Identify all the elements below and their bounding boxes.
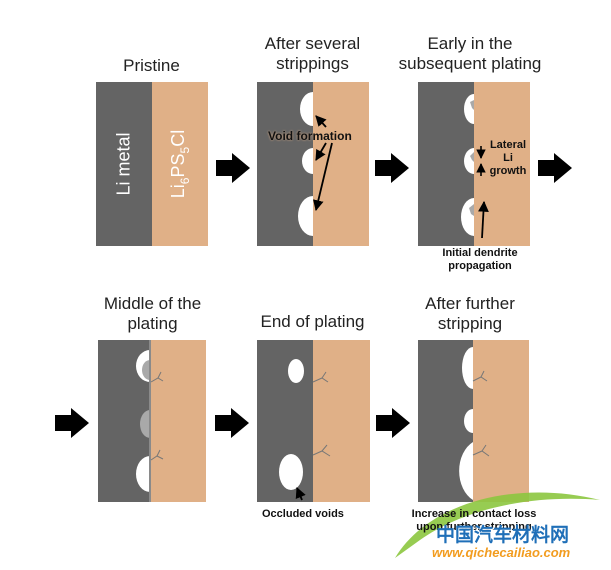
panel-6-further-stripping <box>418 340 529 502</box>
panel-1-title-line-1: Pristine <box>123 56 180 75</box>
electrolyte-label: Li6PS5Cl <box>168 130 192 198</box>
dead-li-deposit <box>470 100 474 110</box>
occluded-voids-label: Occluded voids <box>262 508 344 520</box>
dendrite-crack-icon <box>312 371 329 383</box>
panel-2-strippings <box>257 82 369 246</box>
panel-6-title-line-2: stripping <box>437 314 503 333</box>
initial-dendrite-line-1: Initial dendrite <box>442 247 518 259</box>
dendrite-crack-icon <box>150 371 164 383</box>
panel-4-title-line-2: plating <box>127 314 178 333</box>
electrolyte-layer <box>313 340 370 502</box>
right-arrow-icon <box>375 153 409 183</box>
pointer-arrow-icon <box>295 487 306 501</box>
right-arrow-icon <box>55 408 89 438</box>
panel-2-title: After several strippings <box>240 34 385 74</box>
right-arrow-icon <box>215 408 249 438</box>
lateral-line-3: growth <box>489 165 527 177</box>
lateral-line-1: Lateral <box>489 139 527 151</box>
pointer-arrow-icon <box>315 142 327 161</box>
void-shape <box>300 92 313 126</box>
lateral-line-2: Li <box>503 152 513 164</box>
dead-li-deposit <box>470 152 474 162</box>
panel-3-title-line-2: subsequent plating <box>398 54 542 73</box>
electrolyte-layer <box>152 82 208 246</box>
initial-dendrite-label: Initial dendrite propagation <box>420 247 540 273</box>
contact-loss-line-1: Increase in contact loss <box>411 508 537 520</box>
right-arrow-icon <box>376 408 410 438</box>
void-shape <box>459 442 473 500</box>
dendrite-crack-icon <box>150 449 164 461</box>
dendrite-crack-icon <box>312 444 331 457</box>
electrolyte-label-sub-5: 5 <box>177 146 192 154</box>
panel-6-title: After further stripping <box>395 294 545 334</box>
contact-loss-line-2: upon further stripping <box>416 521 532 533</box>
occluded-void <box>279 454 303 490</box>
panel-6-title-line-1: After further <box>425 294 515 313</box>
dead-li-deposit <box>469 204 474 216</box>
pointer-arrow-icon <box>315 115 327 128</box>
occluded-void <box>288 359 304 383</box>
panel-1-title: Pristine <box>95 56 208 76</box>
li-metal-layer <box>96 82 152 246</box>
panel-3-early-plating <box>418 82 530 246</box>
void-shape <box>298 196 313 236</box>
electrolyte-layer <box>150 340 206 502</box>
watermark-brand: 中国汽车材料网 <box>436 525 570 546</box>
panel-5-title-line-1: End of plating <box>260 312 365 331</box>
dendrite-crack-icon <box>472 444 490 457</box>
dead-li-deposit <box>142 360 150 380</box>
panel-3-title: Early in the subsequent plating <box>385 34 555 74</box>
initial-dendrite-line-2: propagation <box>448 260 512 272</box>
panel-4-middle-plating <box>98 340 206 502</box>
panel-2-title-line-2: strippings <box>276 54 349 73</box>
electrolyte-label-cl: Cl <box>168 129 189 147</box>
dendrite-crack-icon <box>472 370 488 382</box>
contact-loss-label: Increase in contact loss upon further st… <box>398 508 550 534</box>
void-shape <box>136 456 150 492</box>
li-metal-label: Li metal <box>113 132 134 196</box>
void-shape <box>462 347 473 389</box>
electrolyte-label-li: Li <box>168 184 189 199</box>
panel-5-title: End of plating <box>240 312 385 332</box>
pointer-arrow-icon <box>478 200 489 239</box>
electrolyte-label-sub-6: 6 <box>177 177 192 185</box>
panel-4-title: Middle of the plating <box>80 294 225 334</box>
watermark-logo-icon <box>395 492 600 558</box>
void-shape <box>464 409 473 433</box>
watermark-url: www.qichecailiao.com <box>432 545 571 560</box>
lateral-li-growth-label: Lateral Li growth <box>482 139 534 178</box>
void-shape <box>302 148 313 174</box>
dead-li-deposit <box>140 410 150 438</box>
electrolyte-layer <box>313 82 369 246</box>
panel-1-pristine <box>96 82 208 246</box>
void-formation-label: Void formation <box>268 129 352 143</box>
panel-4-title-line-1: Middle of the <box>103 294 202 313</box>
pointer-arrow-icon <box>313 142 333 212</box>
panel-2-title-line-1: After several <box>264 34 361 53</box>
right-arrow-icon <box>538 153 572 183</box>
panel-3-title-line-1: Early in the <box>427 34 513 53</box>
electrolyte-label-ps: PS <box>168 153 189 178</box>
interface-line <box>149 340 151 502</box>
right-arrow-icon <box>216 153 250 183</box>
electrolyte-layer <box>473 340 529 502</box>
panel-5-end-plating <box>257 340 370 502</box>
